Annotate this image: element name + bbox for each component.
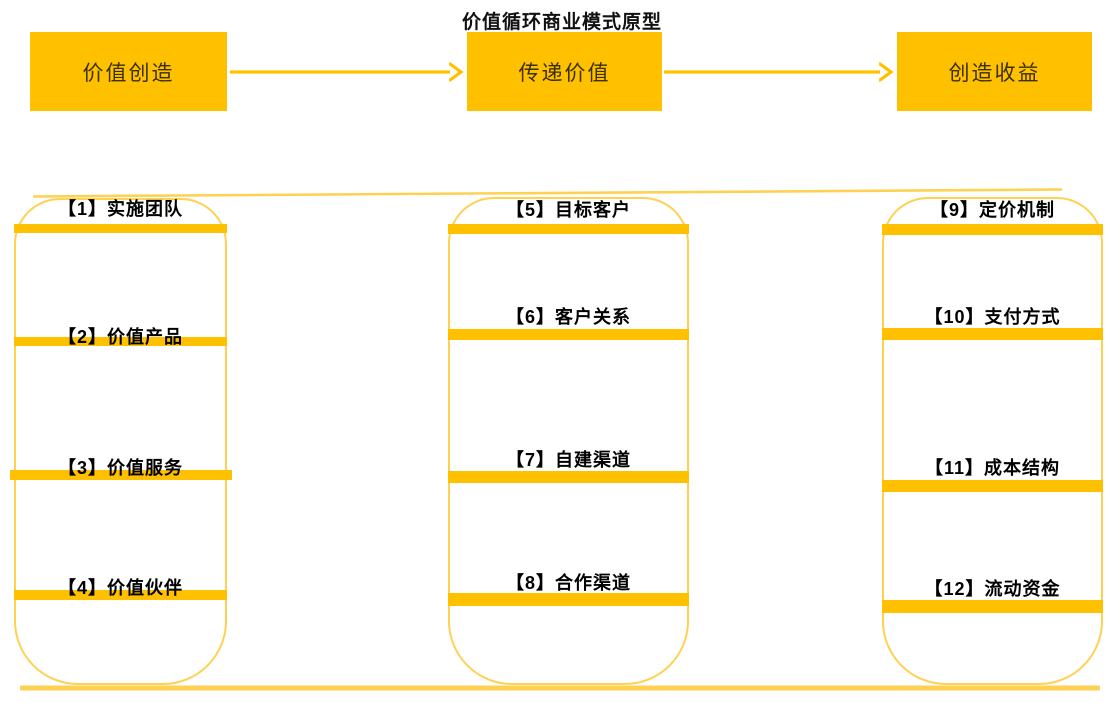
- flow-node-label: 传递价值: [518, 61, 611, 85]
- item-label-11: 【11】成本结构: [924, 458, 1061, 478]
- flow-node-deliver-value: 传递价值: [467, 32, 662, 111]
- column-container-2: [448, 197, 689, 685]
- item-underline-bar: [10, 470, 232, 480]
- item-underline-bar: [882, 480, 1103, 492]
- item-underline-bar: [14, 337, 227, 346]
- item-underline-bar: [448, 471, 689, 483]
- flow-node-create-revenue: 创造收益: [897, 32, 1092, 111]
- item-underline-bar: [14, 224, 227, 233]
- item-label-7: 【7】自建渠道: [505, 450, 631, 470]
- item-underline-bar: [882, 328, 1103, 340]
- column-container-1: [14, 198, 227, 685]
- item-label-9: 【9】定价机制: [929, 200, 1055, 220]
- item-underline-bar: [448, 329, 689, 340]
- item-label-2: 【2】价值产品: [57, 327, 183, 347]
- item-label-8: 【8】合作渠道: [505, 573, 631, 593]
- column-container-3: [882, 197, 1103, 685]
- item-underline-bar: [882, 600, 1103, 613]
- item-underline-bar: [882, 224, 1103, 235]
- item-label-6: 【6】客户关系: [505, 307, 631, 327]
- item-underline-bar: [14, 590, 227, 600]
- item-label-4: 【4】价值伙伴: [57, 578, 183, 598]
- item-label-5: 【5】目标客户: [505, 200, 631, 220]
- top-rule: [32, 188, 1063, 198]
- flow-node-label: 创造收益: [948, 61, 1041, 85]
- item-label-10: 【10】支付方式: [924, 307, 1061, 327]
- item-label-3: 【3】价值服务: [57, 458, 183, 478]
- flow-node-value-creation: 价值创造: [30, 32, 227, 111]
- item-label-12: 【12】流动资金: [924, 579, 1061, 599]
- diagram-title: 价值循环商业模式原型: [461, 12, 662, 33]
- item-underline-bar: [448, 224, 689, 234]
- item-label-1: 【1】实施团队: [57, 199, 183, 219]
- flow-node-label: 价值创造: [82, 61, 175, 85]
- item-underline-bar: [448, 593, 689, 606]
